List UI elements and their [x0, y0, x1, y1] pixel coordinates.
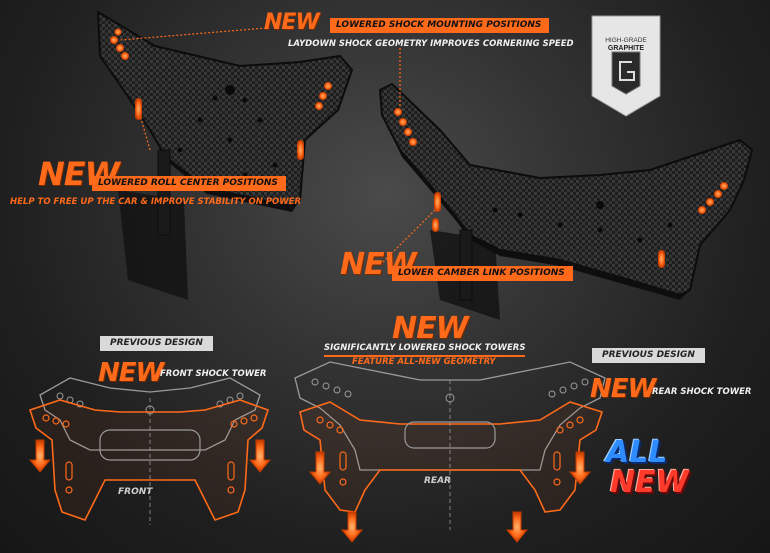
- all-new-word2: NEW: [610, 465, 689, 500]
- new-word-front: NEW: [98, 358, 164, 388]
- front-shock-tower-diagram: [28, 377, 272, 525]
- callout-leaders: [119, 27, 436, 266]
- new-word-rear: NEW: [590, 374, 656, 404]
- rear-shock-tower-diagram: [294, 361, 606, 543]
- left-carbon-shock-tower: [96, 10, 354, 300]
- shock-mount-subtitle: LAYDOWN SHOCK GEOMETRY IMPROVES CORNERIN…: [288, 39, 574, 49]
- graphite-badge-shield: [591, 15, 661, 117]
- shock-mount-title: LOWERED SHOCK MOUNTING POSITIONS: [330, 18, 550, 33]
- new-word-towers: NEW: [392, 311, 469, 346]
- towers-title: SIGNIFICANTLY LOWERED SHOCK TOWERS: [324, 344, 526, 357]
- all-new-logo: ALL NEW: [600, 438, 710, 508]
- camber-link-title: LOWER CAMBER LINK POSITIONS: [392, 266, 573, 281]
- front-previous-design-label: PREVIOUS DESIGN: [100, 336, 213, 351]
- front-shock-tower-title: FRONT SHOCK TOWER: [160, 369, 267, 379]
- roll-center-title: LOWERED ROLL CENTER POSITIONS: [92, 176, 286, 191]
- all-new-word1: ALL: [606, 435, 668, 470]
- front-position-label: FRONT: [118, 487, 153, 497]
- rear-position-label: REAR: [424, 476, 451, 486]
- rear-shock-tower-title: REAR SHOCK TOWER: [652, 387, 752, 397]
- roll-center-subtitle: HELP TO FREE UP THE CAR & IMPROVE STABIL…: [10, 197, 302, 207]
- badge-line2: GRAPHITE: [607, 45, 645, 52]
- new-word-shock-mount: NEW: [264, 10, 320, 35]
- towers-subtitle: FEATURE ALL-NEW GEOMETRY: [352, 357, 496, 367]
- rear-previous-design-label: PREVIOUS DESIGN: [592, 348, 705, 363]
- high-grade-graphite-badge: HIGH-GRADE GRAPHITE: [590, 16, 662, 116]
- badge-line1: HIGH-GRADE: [605, 37, 647, 44]
- right-carbon-shock-tower: [378, 82, 754, 320]
